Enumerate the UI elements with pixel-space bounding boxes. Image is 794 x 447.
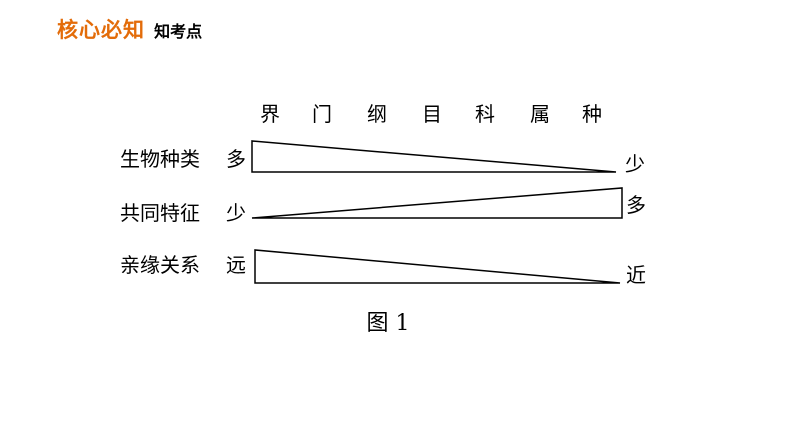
rank-label: 属: [530, 102, 550, 126]
row-start-value: 多: [226, 147, 246, 171]
rank-labels: 界 门 纲 目 科 属 种: [260, 102, 602, 126]
rank-label: 种: [582, 102, 602, 126]
section-header: 核心必知 知考点: [57, 14, 202, 44]
row-end-value: 多: [626, 193, 646, 217]
header-subtitle: 知考点: [154, 22, 203, 41]
wedge-decreasing: [254, 249, 621, 284]
row-species-count: 生物种类 多 少: [120, 140, 645, 176]
row-label: 亲缘关系: [120, 253, 200, 277]
wedge-decreasing: [251, 140, 617, 173]
row-relationship: 亲缘关系 远 近: [120, 249, 646, 287]
row-end-value: 少: [625, 152, 645, 176]
row-end-value: 近: [626, 263, 646, 287]
row-start-value: 远: [226, 253, 246, 277]
rank-label: 门: [312, 102, 332, 126]
row-label: 生物种类: [120, 147, 200, 171]
rank-label: 纲: [367, 102, 387, 126]
header-title: 核心必知: [57, 18, 145, 42]
rank-label: 界: [260, 102, 280, 126]
rank-label: 目: [422, 102, 442, 126]
figure-caption: 图 1: [367, 311, 410, 336]
wedge-increasing: [251, 187, 623, 219]
row-label: 共同特征: [120, 201, 200, 225]
rank-label: 科: [475, 102, 495, 126]
row-common-features: 共同特征 少 多: [120, 187, 646, 225]
row-start-value: 少: [226, 201, 246, 225]
